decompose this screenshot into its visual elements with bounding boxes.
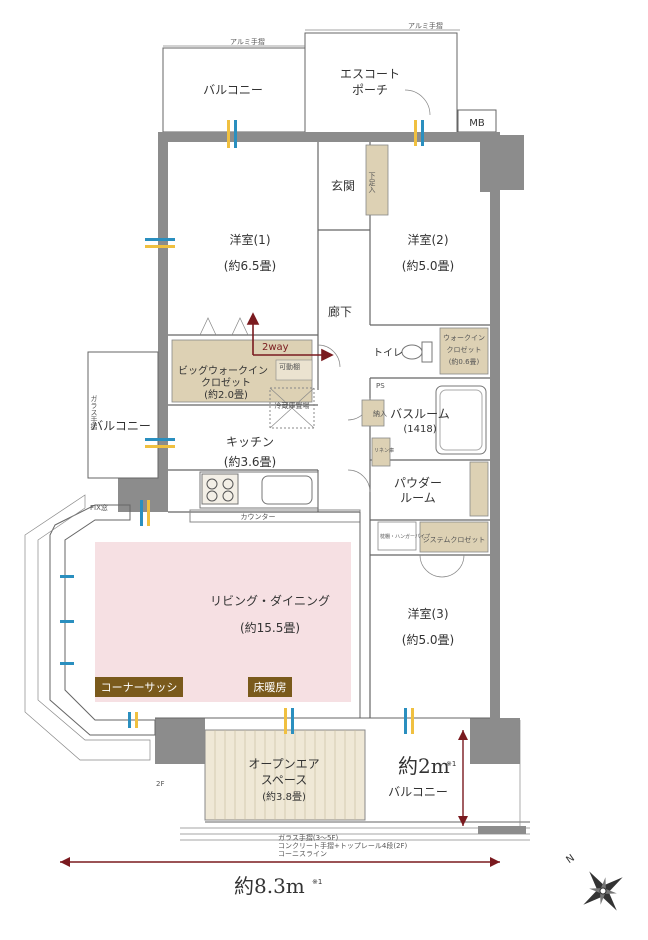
walkin-line2: クロゼット <box>447 345 482 354</box>
big-walkin-name: ビッグウォークイン <box>178 364 268 377</box>
toilet-label: トイレ <box>373 348 403 359</box>
two-way-label: 2way <box>262 342 289 353</box>
sink <box>261 475 313 505</box>
floor-heating-text: 床暖房 <box>254 680 287 694</box>
western1-size: (約6.5畳) <box>224 258 276 273</box>
porch-label-line2: ポーチ <box>352 83 388 97</box>
width-dimension-note: ※1 <box>312 878 322 886</box>
western1-name: 洋室(1) <box>230 232 271 247</box>
floor-heating-badge <box>248 677 292 697</box>
open-air-line2: スペース <box>261 773 308 787</box>
bathtub <box>435 385 487 455</box>
bottom-note-3: コーニスライン <box>278 850 327 858</box>
width-dimension-value: 約8.3m <box>234 874 305 898</box>
corridor-label: 廊下 <box>328 304 352 319</box>
rail-label-top2: アルミ手摺 <box>408 21 443 30</box>
living-name: リビング・ダイニング <box>210 593 330 608</box>
compass-icon <box>583 871 623 911</box>
window-markers <box>60 120 424 734</box>
western3-size: (約5.0畳) <box>402 632 454 647</box>
linen-label: リネン庫 <box>374 447 394 454</box>
living-floor-heating-area <box>95 542 351 702</box>
interior-walls <box>168 142 490 718</box>
ps-label: PS <box>376 382 385 390</box>
storage-box <box>361 399 385 427</box>
depth-dimension-note: ※1 <box>446 760 456 768</box>
balcony-left-label: バルコニー <box>91 419 151 433</box>
movable-shelf-label: 可動棚 <box>279 362 300 371</box>
bottom-note-2: コンクリート手摺+トップレール4段(2F) <box>278 841 408 850</box>
western3-name: 洋室(3) <box>408 606 449 621</box>
system-closet <box>419 521 489 553</box>
storage-label: 納入 <box>373 409 387 418</box>
mb-label: MB <box>469 118 485 129</box>
balcony-left-outline <box>87 351 159 479</box>
kitchen-counter <box>199 471 319 509</box>
living-size: (約15.5畳) <box>240 620 300 635</box>
walkin-line1: ウォークイン <box>443 334 485 342</box>
powder-line1: パウダー <box>394 475 442 490</box>
two-way-arrows <box>246 312 334 362</box>
fridge-place <box>269 387 315 429</box>
counter-label: カウンター <box>241 512 276 521</box>
walkin-size: (約0.6畳) <box>449 357 480 366</box>
porch-label-line1: エスコート <box>340 67 400 81</box>
linen-box <box>371 437 391 467</box>
balcony-top-label: バルコニー <box>203 83 263 97</box>
big-walkin-size: (約2.0畳) <box>204 388 248 401</box>
entrance-label: 玄関 <box>331 178 355 193</box>
big-walkin-name2: クロゼット <box>201 377 251 389</box>
shoe-storage <box>365 144 389 216</box>
powder-line2: ルーム <box>400 491 436 505</box>
bathroom-name: バスルーム <box>390 407 450 421</box>
corner-sash-badge <box>95 677 183 697</box>
corner-sash-text: コーナーサッシ <box>101 681 178 694</box>
kitchen-size: (約3.6畳) <box>224 454 276 469</box>
walkin-closet <box>439 327 489 375</box>
western2-name: 洋室(2) <box>408 232 449 247</box>
bathroom-size: (1418) <box>403 424 436 435</box>
outer-walls <box>118 132 524 764</box>
system-closet-label: システムクロゼット <box>423 535 486 544</box>
toilet-fixture <box>401 344 423 360</box>
balcony-bottom-label: バルコニー <box>388 785 448 799</box>
depth-dimension-value: 約2m <box>398 754 450 778</box>
rail-label-top: アルミ手摺 <box>230 37 265 46</box>
hanger-pipe-label: 枕棚・ハンガーパイプ <box>380 533 430 540</box>
fix-window-label: FIX窓 <box>90 503 108 512</box>
shoe-storage-label: 下足入 <box>368 172 376 193</box>
western2-size: (約5.0畳) <box>402 258 454 273</box>
bottom-note-1: ガラス手摺(3～5F) <box>278 833 339 842</box>
floor-2f-label: 2F <box>156 780 164 788</box>
compass-north-label: N <box>564 853 576 866</box>
corner-sash-frame <box>49 504 156 736</box>
kitchen-name: キッチン <box>226 435 274 449</box>
fridge-label: 冷蔵庫置場 <box>275 401 310 410</box>
glass-rail-label: ガラス手摺 <box>90 395 98 431</box>
open-air-line1: オープンエア <box>248 757 319 771</box>
open-air-size: (約3.8畳) <box>262 790 306 803</box>
corner-balcony-outline <box>24 494 151 761</box>
